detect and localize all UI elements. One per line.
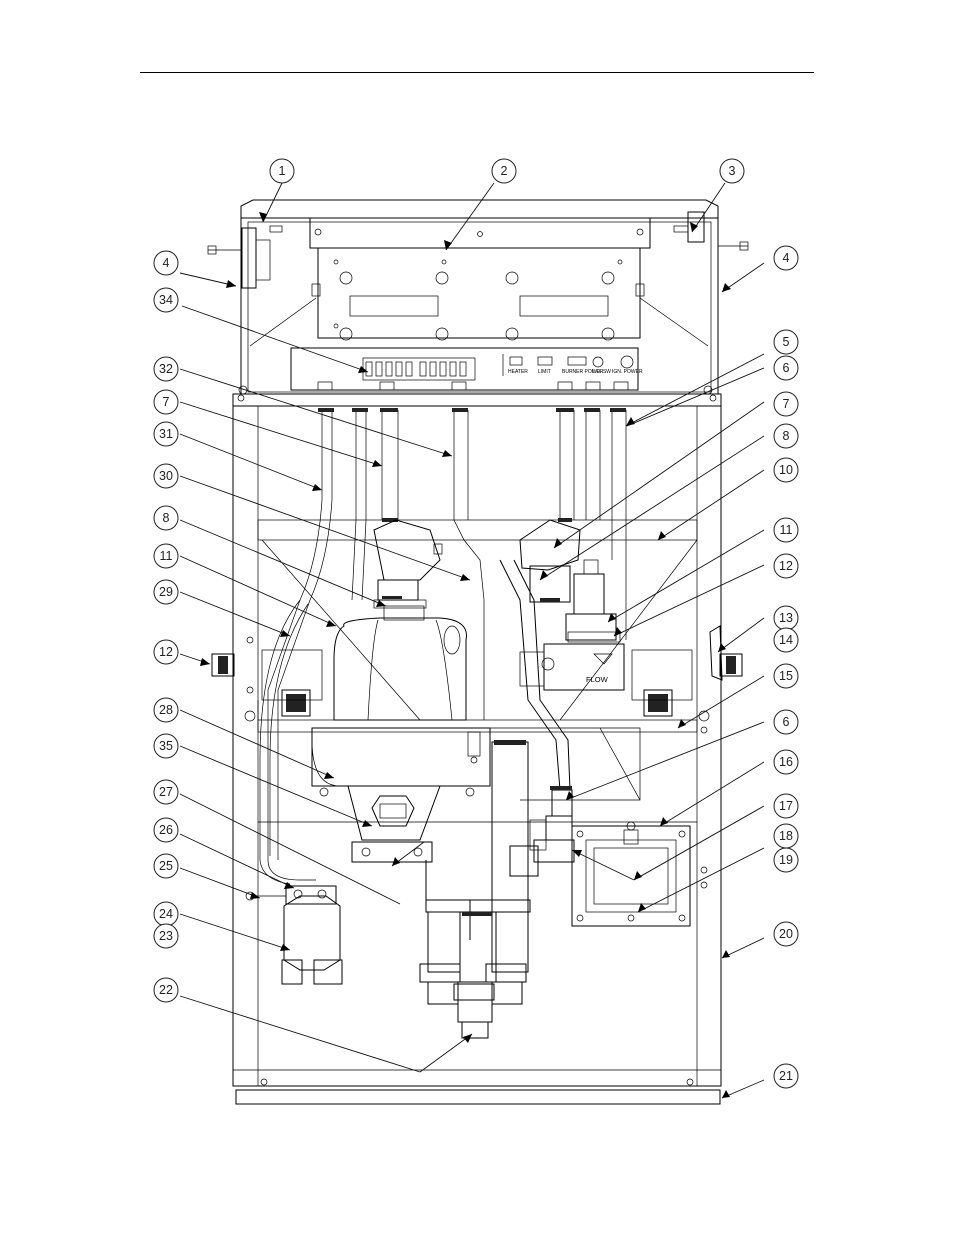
svg-text:28: 28 [159, 703, 173, 717]
callout-6-top: 6 [773, 355, 799, 381]
callout-21: 21 [773, 1063, 799, 1089]
callout-10: 10 [773, 457, 799, 483]
callout-18: 18 [773, 823, 799, 849]
water-piping [245, 559, 575, 1039]
panel-label-limit: LIMIT [538, 369, 551, 375]
callout-17: 17 [773, 793, 799, 819]
callout-1: 1 [269, 158, 295, 184]
callout-24: 24 [153, 901, 179, 927]
callout-8-left: 8 [153, 505, 179, 531]
gas-valve: FLOW [519, 519, 625, 691]
callout-balloons: 1 2 3 4 4 34 5 32 6 7 7 31 8 30 10 8 11 … [153, 158, 799, 1089]
svg-text:12: 12 [159, 645, 173, 659]
svg-text:11: 11 [780, 523, 793, 537]
svg-text:7: 7 [783, 397, 790, 411]
svg-text:1: 1 [279, 164, 286, 178]
callout-35: 35 [153, 733, 179, 759]
svg-text:11: 11 [160, 549, 173, 563]
access-panel [571, 821, 691, 927]
callout-29: 29 [153, 579, 179, 605]
callout-4-left: 4 [153, 250, 179, 276]
callout-11-right: 11 [773, 517, 799, 543]
burner-assembly [311, 519, 641, 863]
callout-26: 26 [153, 817, 179, 843]
callout-3: 3 [719, 158, 745, 184]
side-mounts [211, 625, 743, 717]
callout-16: 16 [773, 749, 799, 775]
svg-text:6: 6 [783, 715, 790, 729]
callout-2: 2 [491, 158, 517, 184]
svg-text:26: 26 [159, 823, 173, 837]
callout-30: 30 [153, 463, 179, 489]
svg-text:31: 31 [159, 427, 173, 441]
callout-22: 22 [153, 977, 179, 1003]
panel-label-ign-power: IGN. POWER [612, 369, 643, 375]
svg-text:19: 19 [779, 853, 793, 867]
callout-23: 23 [153, 923, 179, 949]
callout-11-left: 11 [153, 543, 179, 569]
svg-text:22: 22 [159, 983, 173, 997]
svg-text:24: 24 [159, 907, 173, 921]
callout-28: 28 [153, 697, 179, 723]
svg-text:35: 35 [159, 739, 173, 753]
svg-text:3: 3 [729, 164, 736, 178]
cabinet-frame [232, 199, 722, 1105]
svg-text:27: 27 [159, 785, 173, 799]
callout-31: 31 [153, 421, 179, 447]
control-box: HEATER LIMIT BURNER POWER L.O. SW IGN. P… [207, 211, 749, 391]
callout-14: 14 [773, 627, 799, 653]
callout-25: 25 [153, 853, 179, 879]
callout-27: 27 [153, 779, 179, 805]
svg-text:17: 17 [779, 799, 793, 813]
wire-conduits [259, 408, 627, 885]
panel-label-lo-switch: L.O. SW [592, 369, 611, 375]
svg-text:15: 15 [779, 669, 793, 683]
svg-text:6: 6 [783, 361, 790, 375]
svg-text:4: 4 [783, 251, 790, 265]
svg-text:8: 8 [163, 511, 170, 525]
svg-text:8: 8 [783, 429, 790, 443]
callout-8-right: 8 [773, 423, 799, 449]
flow-label: FLOW [586, 675, 609, 684]
svg-text:34: 34 [159, 293, 173, 307]
leader-lines [179, 182, 765, 1099]
callout-12-left: 12 [153, 639, 179, 665]
svg-text:20: 20 [779, 927, 793, 941]
callout-15: 15 [773, 663, 799, 689]
callout-7-left: 7 [153, 389, 179, 415]
callout-6-bottom: 6 [773, 709, 799, 735]
svg-text:10: 10 [779, 463, 793, 477]
callout-12-right: 12 [773, 553, 799, 579]
svg-text:32: 32 [159, 362, 173, 376]
svg-text:14: 14 [779, 633, 793, 647]
callout-32: 32 [153, 356, 179, 382]
header-rule [140, 72, 814, 73]
svg-text:30: 30 [159, 469, 173, 483]
callout-7-right: 7 [773, 391, 799, 417]
svg-text:2: 2 [501, 164, 508, 178]
svg-text:23: 23 [159, 929, 173, 943]
callout-13: 13 [773, 605, 799, 631]
svg-text:29: 29 [159, 585, 173, 599]
callout-20: 20 [773, 921, 799, 947]
callout-19: 19 [773, 847, 799, 873]
svg-text:21: 21 [779, 1069, 793, 1083]
svg-text:18: 18 [779, 829, 793, 843]
svg-text:4: 4 [163, 256, 170, 270]
svg-text:7: 7 [163, 395, 170, 409]
panel-label-burner-power: BURNER POWER [562, 369, 604, 375]
callout-5: 5 [773, 329, 799, 355]
svg-text:13: 13 [779, 611, 793, 625]
callout-4-right: 4 [773, 245, 799, 271]
panel-label-heater: HEATER [508, 369, 528, 375]
svg-text:16: 16 [779, 755, 793, 769]
svg-text:25: 25 [159, 859, 173, 873]
svg-text:12: 12 [779, 559, 793, 573]
callout-34: 34 [153, 287, 179, 313]
svg-text:5: 5 [783, 335, 790, 349]
